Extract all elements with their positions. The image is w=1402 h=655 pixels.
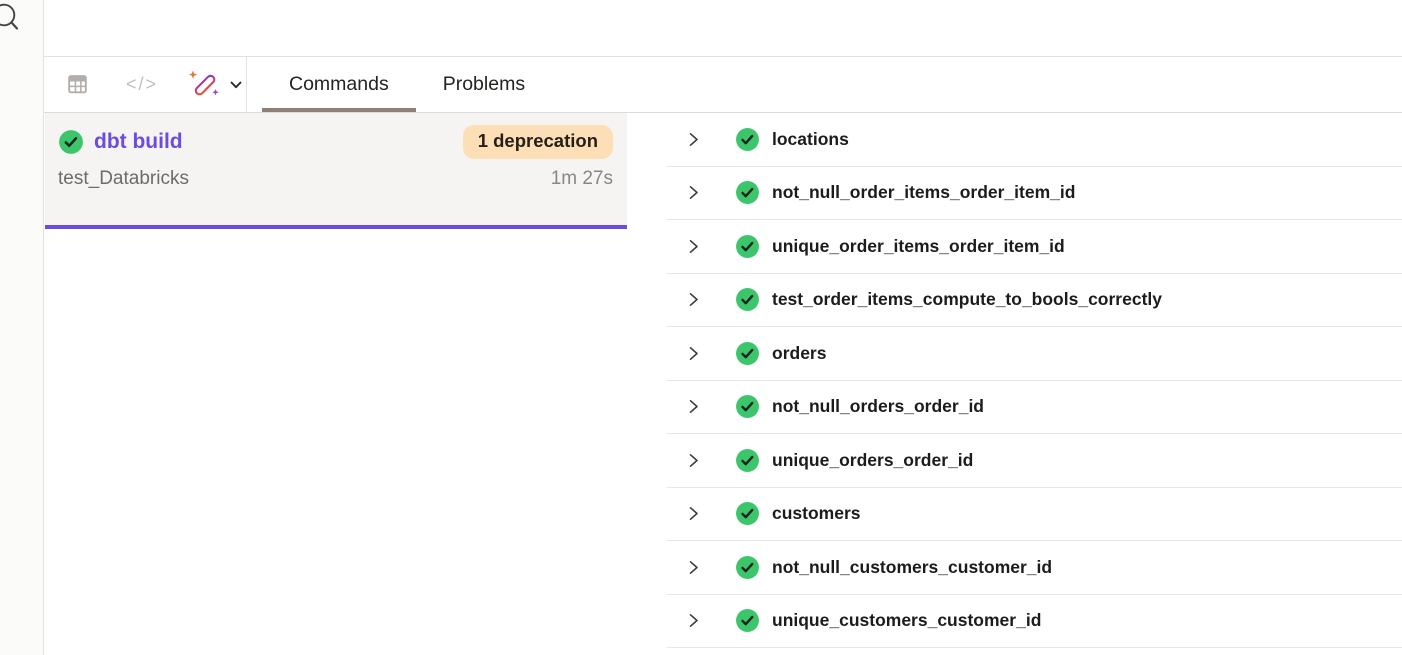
test-results-list: locations not_null_order_items_order_ite…: [667, 113, 1402, 648]
chevron-right-icon[interactable]: [685, 398, 702, 415]
test-result-label: customers: [772, 503, 861, 524]
test-result-row[interactable]: unique_orders_order_id: [667, 434, 1402, 488]
test-result-row[interactable]: unique_customers_customer_id: [667, 594, 1402, 648]
chevron-right-icon[interactable]: [685, 612, 702, 629]
left-rail: [0, 0, 44, 655]
command-title: dbt build: [94, 130, 183, 153]
chevron-right-icon[interactable]: [685, 505, 702, 522]
table-view-icon[interactable]: [65, 72, 90, 97]
check-circle-icon: [735, 448, 760, 473]
tab-problems[interactable]: Problems: [442, 73, 526, 95]
test-result-row[interactable]: not_null_order_items_order_item_id: [667, 166, 1402, 220]
test-result-label: not_null_order_items_order_item_id: [772, 182, 1076, 203]
check-circle-icon: [735, 287, 760, 312]
toolbar: </>: [44, 57, 1402, 113]
test-result-row[interactable]: locations: [667, 113, 1402, 167]
command-target: test_Databricks: [58, 168, 189, 189]
test-result-label: unique_customers_customer_id: [772, 610, 1042, 631]
search-icon[interactable]: [0, 1, 21, 37]
check-circle-icon: [735, 180, 760, 205]
chevron-right-icon[interactable]: [685, 452, 702, 469]
magic-wand-icon[interactable]: [184, 68, 224, 102]
chevron-right-icon[interactable]: [685, 291, 702, 308]
check-circle-icon: [735, 608, 760, 633]
command-card[interactable]: dbt build 1 deprecation test_Databricks …: [45, 113, 627, 229]
chevron-right-icon[interactable]: [685, 345, 702, 362]
test-result-row[interactable]: unique_order_items_order_item_id: [667, 220, 1402, 274]
test-result-label: unique_orders_order_id: [772, 449, 974, 470]
check-circle-icon: [58, 129, 84, 155]
chevron-right-icon[interactable]: [685, 131, 702, 148]
test-result-row[interactable]: not_null_orders_order_id: [667, 380, 1402, 434]
check-circle-icon: [735, 341, 760, 366]
check-circle-icon: [735, 555, 760, 580]
code-view-icon[interactable]: </>: [126, 74, 159, 94]
test-result-label: not_null_customers_customer_id: [772, 556, 1053, 577]
chevron-right-icon[interactable]: [685, 238, 702, 255]
top-strip: [44, 0, 1402, 57]
test-result-row[interactable]: not_null_customers_customer_id: [667, 541, 1402, 595]
test-result-row[interactable]: customers: [667, 487, 1402, 541]
check-circle-icon: [735, 394, 760, 419]
test-result-label: not_null_orders_order_id: [772, 396, 984, 417]
test-result-label: locations: [772, 128, 849, 149]
chevron-right-icon[interactable]: [685, 184, 702, 201]
command-duration: 1m 27s: [550, 168, 613, 189]
check-circle-icon: [735, 234, 760, 259]
test-result-row[interactable]: test_order_items_compute_to_bools_correc…: [667, 273, 1402, 327]
check-circle-icon: [735, 501, 760, 526]
test-result-row[interactable]: orders: [667, 327, 1402, 381]
deprecation-badge[interactable]: 1 deprecation: [462, 125, 613, 159]
test-result-label: test_order_items_compute_to_bools_correc…: [772, 289, 1162, 310]
test-result-label: unique_order_items_order_item_id: [772, 235, 1065, 256]
tab-bar: Commands Problems: [247, 57, 552, 112]
toolbar-icon-group: </>: [44, 57, 247, 112]
check-circle-icon: [735, 127, 760, 152]
tab-commands[interactable]: Commands: [262, 57, 416, 112]
chevron-down-icon[interactable]: [227, 76, 245, 94]
chevron-right-icon[interactable]: [685, 559, 702, 576]
test-result-label: orders: [772, 342, 827, 363]
